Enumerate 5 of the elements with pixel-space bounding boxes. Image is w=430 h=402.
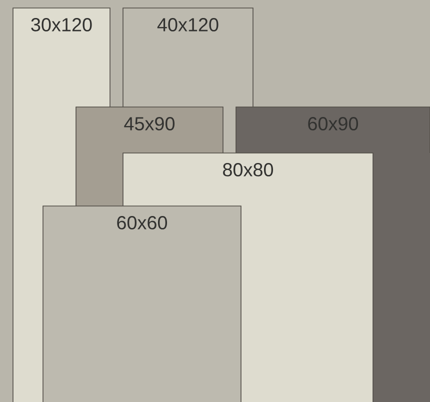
size-box: 60x60 <box>42 206 242 402</box>
node-label: 30x120 <box>31 18 92 32</box>
size-box: 60x90 <box>236 106 430 154</box>
size-box: 30x120 <box>12 8 110 108</box>
size-box: 40x120 <box>122 8 254 108</box>
